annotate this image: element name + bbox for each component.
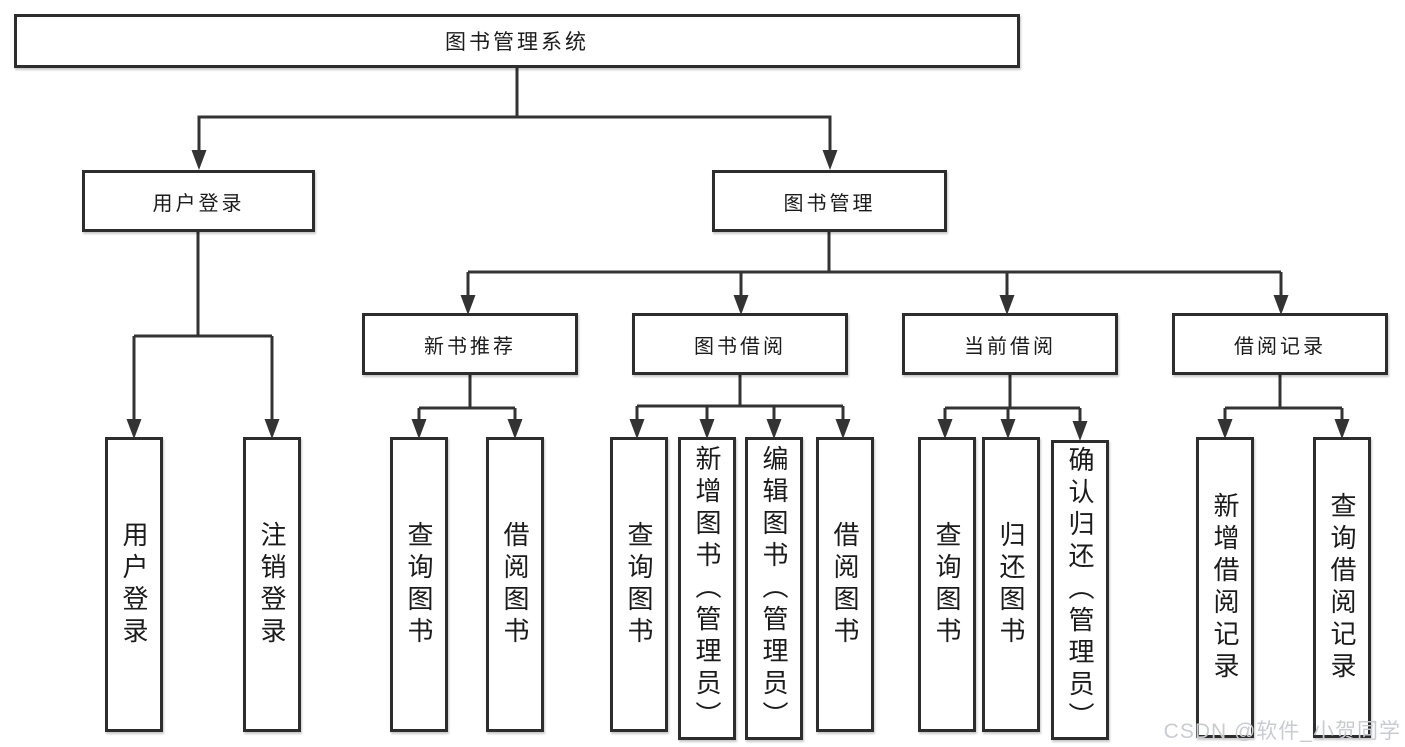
leaf-query-books-borrowing: 查询图书 — [610, 437, 668, 732]
node-book-borrowing: 图书借阅 — [632, 313, 848, 375]
leaf-borrow-books-borrowing: 借阅图书 — [816, 437, 874, 732]
node-user-login: 用户登录 — [82, 170, 315, 232]
book-management-branch-connector — [466, 232, 1283, 297]
node-library-system: 图书管理系统 — [14, 14, 1020, 68]
current-borrowing-branch-connector — [943, 375, 1082, 423]
leaf-query-borrow-record: 查询借阅记录 — [1313, 437, 1371, 738]
leaf-edit-book-admin: 编辑图书（管理员） — [745, 437, 803, 740]
node-current-borrowing: 当前借阅 — [902, 313, 1118, 375]
user-login-branch-connector — [132, 232, 274, 421]
leaf-query-books-recommend: 查询图书 — [390, 437, 448, 732]
book-borrowing-branch-connector — [635, 375, 845, 421]
new-book-branch-connector — [417, 375, 517, 421]
leaf-user-login: 用户登录 — [105, 437, 163, 732]
leaf-add-book-admin: 新增图书（管理员） — [678, 437, 736, 740]
leaf-return-books: 归还图书 — [982, 437, 1040, 732]
leaf-confirm-return-admin: 确认归还（管理员） — [1051, 440, 1109, 740]
arrowheads — [126, 150, 1350, 441]
root-connector — [197, 68, 832, 152]
leaf-borrow-books-recommend: 借阅图书 — [486, 437, 544, 732]
leaf-logout: 注销登录 — [243, 437, 301, 732]
leaf-query-books-current: 查询图书 — [918, 437, 976, 732]
leaf-add-borrow-record: 新增借阅记录 — [1196, 437, 1254, 738]
borrowing-records-branch-connector — [1223, 375, 1344, 421]
node-new-book-recommend: 新书推荐 — [362, 313, 578, 375]
node-book-management: 图书管理 — [712, 170, 947, 232]
node-borrowing-records: 借阅记录 — [1172, 313, 1388, 375]
